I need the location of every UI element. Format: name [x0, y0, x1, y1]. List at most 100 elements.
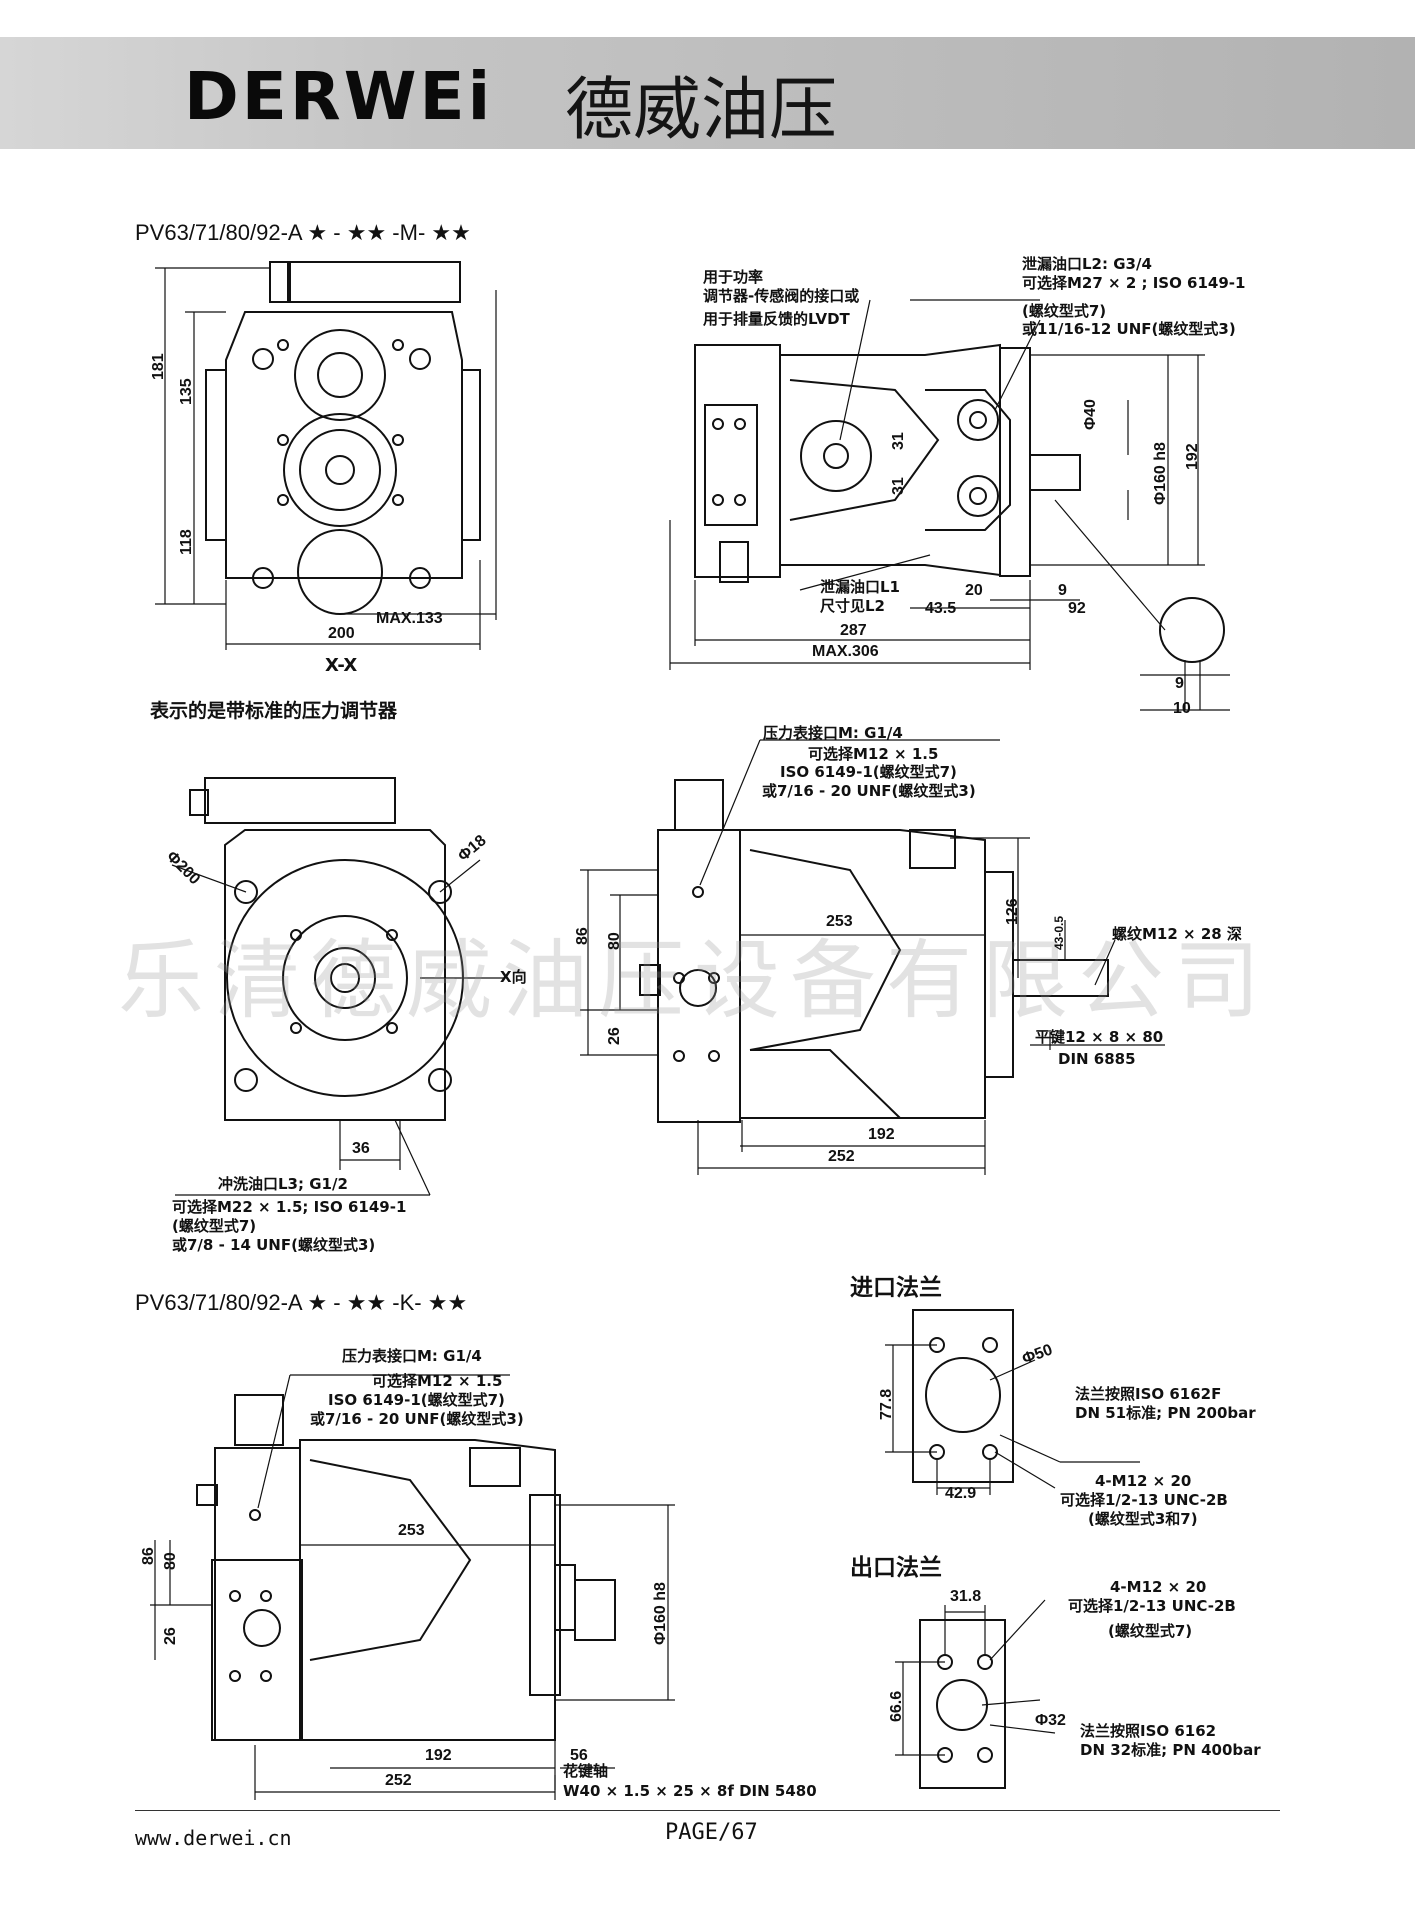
- inlet-std-1: 法兰按照ISO 6162F: [1075, 1385, 1222, 1403]
- note-k-m-port-4: 或7/16 - 20 UNF(螺纹型式3): [310, 1410, 524, 1428]
- inlet-flange-title: 进口法兰: [850, 1275, 942, 1301]
- dim-k-56: 56: [570, 1747, 588, 1764]
- dim-31-b: 31: [890, 477, 907, 495]
- x-direction-label: X向: [500, 968, 527, 986]
- dim-k-phi160: Φ160 h8: [652, 1582, 669, 1645]
- x-direction-view: [189, 777, 464, 1121]
- dim-181: 181: [150, 353, 167, 380]
- side-view-m: [694, 343, 1081, 583]
- model-title-m: PV63/71/80/92-A ★ - ★★ -M- ★★: [135, 220, 471, 245]
- note-l3-2: 可选择M22 × 1.5; ISO 6149-1: [172, 1198, 407, 1216]
- note-k-m-port-2: 可选择M12 × 1.5: [372, 1372, 503, 1390]
- dim-43-tolerance: 43-0.5: [1052, 915, 1066, 950]
- pressure-regulator-caption: 表示的是带标准的压力调节器: [150, 700, 398, 722]
- dim-200: 200: [328, 625, 355, 642]
- dim-80: 80: [606, 932, 623, 950]
- side-view-m-dims: [669, 299, 1230, 711]
- front-view-top-dims: [155, 267, 497, 650]
- note-l2-3: (螺纹型式7): [1022, 302, 1107, 320]
- dim-k-253: 253: [398, 1522, 425, 1539]
- dim-192: 192: [868, 1126, 895, 1143]
- note-spline-1: 花键轴: [563, 1762, 609, 1780]
- front-view-top: [205, 261, 481, 615]
- detail-circle: [1159, 597, 1225, 663]
- dim-20: 20: [965, 582, 983, 599]
- note-power-2: 调节器-传感阀的接口或: [703, 287, 860, 305]
- side-view-k-dims: [150, 1374, 675, 1800]
- inlet-bolt-3: (螺纹型式3和7): [1088, 1510, 1198, 1528]
- note-l1-1: 泄漏油口L1: [820, 578, 900, 596]
- dim-k-86: 86: [140, 1547, 157, 1565]
- dim-66-6: 66.6: [888, 1690, 905, 1722]
- note-key-2: DIN 6885: [1058, 1050, 1136, 1068]
- dim-135: 135: [178, 378, 195, 405]
- note-m-port-2: 可选择M12 × 1.5: [808, 745, 939, 763]
- dim-86: 86: [574, 927, 591, 945]
- dim-k-26: 26: [162, 1627, 179, 1645]
- note-l3-4: 或7/8 - 14 UNF(螺纹型式3): [172, 1236, 376, 1254]
- model-title-k: PV63/71/80/92-A ★ - ★★ -K- ★★: [135, 1290, 468, 1315]
- dim-k-252: 252: [385, 1772, 412, 1789]
- note-l2-1: 泄漏油口L2: G3/4: [1022, 255, 1152, 273]
- dim-287: 287: [840, 622, 867, 639]
- outlet-bolt-3: (螺纹型式7): [1108, 1622, 1193, 1640]
- dim-42-9: 42.9: [945, 1485, 977, 1502]
- dim-10-detail: 10: [1173, 700, 1191, 717]
- dim-phi160: Φ160 h8: [1152, 442, 1169, 505]
- dim-192-vertical: 192: [1184, 443, 1201, 470]
- note-l3-3: (螺纹型式7): [172, 1217, 257, 1235]
- dim-43-5: 43.5: [925, 600, 957, 617]
- dim-31-a: 31: [890, 432, 907, 450]
- brand-logo: DERWEi: [184, 58, 494, 135]
- note-power-1: 用于功率: [703, 268, 764, 286]
- dim-phi32: Φ32: [1035, 1712, 1066, 1729]
- dim-36: 36: [352, 1140, 370, 1157]
- dim-126: 126: [1004, 898, 1021, 925]
- dim-9: 9: [1058, 582, 1067, 599]
- note-l2-4: 或11/16-12 UNF(螺纹型式3): [1022, 320, 1236, 338]
- page-number: PAGE/67: [665, 1820, 758, 1845]
- outlet-std-2: DN 32标准; PN 400bar: [1080, 1741, 1261, 1759]
- dim-k-192: 192: [425, 1747, 452, 1764]
- dim-max133: MAX.133: [376, 610, 443, 627]
- header-banner: [0, 37, 1415, 149]
- note-k-m-port-3: ISO 6149-1(螺纹型式7): [328, 1391, 505, 1409]
- note-l1-2: 尺寸见L2: [820, 597, 885, 615]
- inlet-bolt-2: 可选择1/2-13 UNC-2B: [1060, 1491, 1228, 1509]
- note-power-3: 用于排量反馈的LVDT: [703, 310, 850, 328]
- note-m-port-1: 压力表接口M: G1/4: [763, 724, 903, 742]
- outlet-flange-title: 出口法兰: [850, 1555, 942, 1581]
- note-thread: 螺纹M12 × 28 深: [1112, 925, 1242, 943]
- note-m-port-3: ISO 6149-1(螺纹型式7): [780, 763, 957, 781]
- footer-url[interactable]: www.derwei.cn: [135, 1826, 292, 1850]
- side-view-k: [196, 1394, 616, 1741]
- dim-9-detail: 9: [1175, 675, 1184, 692]
- outlet-flange: [919, 1619, 1006, 1789]
- note-m-port-4: 或7/16 - 20 UNF(螺纹型式3): [762, 782, 976, 800]
- outlet-flange-dims: [895, 1599, 1056, 1756]
- inlet-std-2: DN 51标准; PN 200bar: [1075, 1404, 1256, 1422]
- side-view-middle-dims: [580, 739, 1165, 1175]
- outlet-std-1: 法兰按照ISO 6162: [1080, 1722, 1217, 1740]
- dim-253: 253: [826, 913, 853, 930]
- dim-92: 92: [1068, 600, 1086, 617]
- footer-divider: [135, 1810, 1280, 1811]
- note-l2-2: 可选择M27 × 2 ; ISO 6149-1: [1022, 274, 1246, 292]
- dim-118: 118: [178, 529, 195, 555]
- dim-31-8: 31.8: [950, 1588, 982, 1605]
- inlet-bolt-1: 4-M12 × 20: [1095, 1472, 1192, 1490]
- section-label-xx: X-X: [325, 655, 358, 676]
- inlet-flange-dims: [885, 1344, 1140, 1495]
- note-spline-2: W40 × 1.5 × 25 × 8f DIN 5480: [563, 1782, 817, 1800]
- note-k-m-port-1: 压力表接口M: G1/4: [342, 1347, 482, 1365]
- dim-phi40: Φ40: [1082, 399, 1099, 430]
- dim-max306: MAX.306: [812, 643, 879, 660]
- dim-k-80: 80: [162, 1552, 179, 1570]
- dim-26: 26: [606, 1027, 623, 1045]
- side-view-middle: [639, 779, 1109, 1123]
- note-l3-1: 冲洗油口L3; G1/2: [218, 1175, 348, 1193]
- x-direction-dims: [171, 859, 505, 1196]
- brand-name-cn: 德威油压: [565, 71, 838, 150]
- note-key-1: 平键12 × 8 × 80: [1035, 1028, 1164, 1046]
